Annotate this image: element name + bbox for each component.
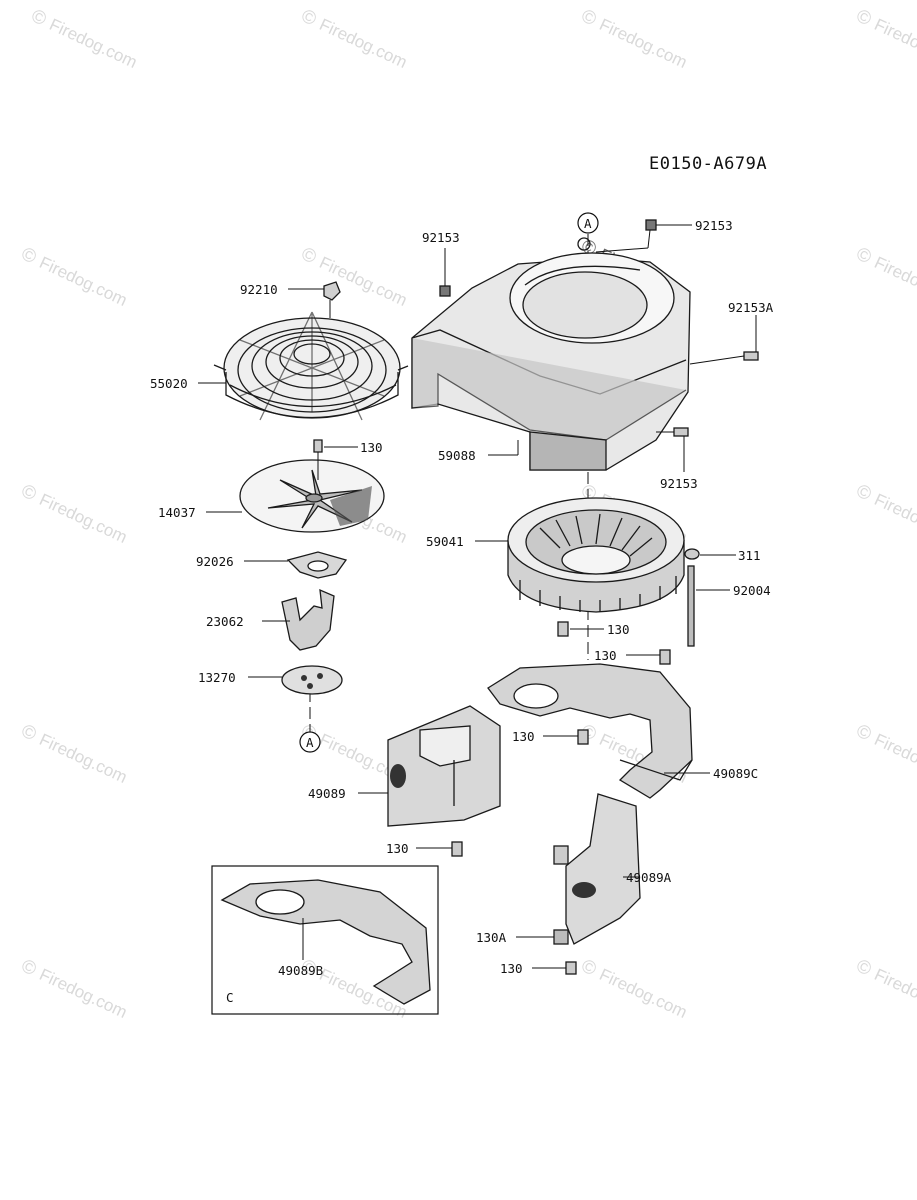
bolt-92210-part: [323, 281, 341, 301]
reference-marker-top: A: [577, 212, 599, 234]
callout-92004: 92004: [733, 583, 771, 598]
flywheel-fan-part: [507, 497, 685, 613]
callout-92026: 92026: [196, 554, 234, 569]
nut-311-part: [684, 548, 700, 560]
baffle-49089a-part: [553, 793, 641, 945]
callout-311: 311: [738, 548, 761, 563]
callout-130-b: 130: [607, 622, 630, 637]
svg-text:A: A: [306, 735, 314, 750]
bracket-23062-part: [281, 588, 335, 651]
bolt-92153-a-part: [439, 285, 451, 297]
bolt-130-screen-part: [313, 439, 323, 453]
svg-text:Firedog.com: Firedog.com: [871, 15, 917, 72]
callout-130A: 130A: [476, 930, 507, 945]
svg-text:©: ©: [18, 720, 40, 745]
callout-49089C: 49089C: [713, 766, 758, 781]
rotating-screen-part: [239, 459, 385, 533]
callout-59088: 59088: [438, 448, 476, 463]
svg-text:A: A: [584, 216, 592, 231]
callout-92153-top-left: 92153: [422, 230, 460, 245]
callout-130-f: 130: [500, 961, 523, 976]
svg-text:©: ©: [853, 243, 875, 268]
callout-23062: 23062: [206, 614, 244, 629]
baffle-49089c-part: [487, 663, 693, 799]
bolt-92153-b-part: [645, 219, 657, 231]
detail-box-letter: C: [226, 990, 234, 1005]
baffle-49089b-part: [220, 879, 431, 1005]
leader-lines: [198, 224, 757, 969]
diagram-code: E0150-A679A: [649, 154, 767, 174]
svg-text:©: ©: [28, 5, 50, 30]
watermark-layer: ©Firedog.com ©Firedog.com ©Firedog.com ©…: [18, 5, 917, 1022]
svg-text:©: ©: [298, 5, 320, 30]
bolt-130a-part: [553, 929, 569, 945]
bolt-130-b-part: [557, 621, 569, 637]
svg-text:Firedog.com: Firedog.com: [871, 730, 917, 787]
svg-text:©: ©: [853, 720, 875, 745]
svg-text:Firedog.com: Firedog.com: [46, 15, 140, 72]
svg-text:Firedog.com: Firedog.com: [871, 253, 917, 310]
callout-92210: 92210: [240, 282, 278, 297]
callout-92153-top-right: 92153: [695, 218, 733, 233]
callout-49089B: 49089B: [278, 963, 323, 978]
callout-130-d: 130: [512, 729, 535, 744]
callout-130-a: 130: [360, 440, 383, 455]
callout-14037: 14037: [158, 505, 196, 520]
callout-59041: 59041: [426, 534, 464, 549]
callout-55020: 55020: [150, 376, 188, 391]
callout-92153A: 92153A: [728, 300, 774, 315]
callout-130-e: 130: [386, 841, 409, 856]
grommet-part: [577, 237, 591, 251]
callout-130-c: 130: [594, 648, 617, 663]
bolt-130-d-part: [577, 729, 589, 745]
callout-13270: 13270: [198, 670, 236, 685]
svg-text:Firedog.com: Firedog.com: [36, 965, 130, 1022]
svg-text:©: ©: [853, 480, 875, 505]
svg-text:©: ©: [578, 5, 600, 30]
bolt-92153-c-part: [673, 427, 689, 437]
svg-text:Firedog.com: Firedog.com: [36, 253, 130, 310]
reference-marker-bottom: A: [299, 731, 321, 753]
svg-text:©: ©: [18, 955, 40, 980]
bolt-130-f-part: [565, 961, 577, 975]
detail-box: [211, 865, 439, 1015]
callout-92153-bottom: 92153: [660, 476, 698, 491]
callout-49089A: 49089A: [626, 870, 672, 885]
baffle-49089-part: [387, 705, 501, 827]
plate-13270-part: [281, 665, 343, 695]
svg-text:Firedog.com: Firedog.com: [36, 730, 130, 787]
callout-49089: 49089: [308, 786, 346, 801]
svg-text:©: ©: [298, 243, 320, 268]
blower-housing-part: [411, 252, 691, 471]
flywheel-screen-part: [213, 311, 409, 421]
svg-text:©: ©: [578, 955, 600, 980]
svg-text:Firedog.com: Firedog.com: [871, 490, 917, 547]
bolt-130-c-part: [659, 649, 671, 665]
svg-text:Firedog.com: Firedog.com: [871, 965, 917, 1022]
svg-text:Firedog.com: Firedog.com: [596, 15, 690, 72]
svg-text:Firedog.com: Firedog.com: [316, 15, 410, 72]
stud-92004-part: [687, 565, 695, 647]
svg-text:©: ©: [853, 955, 875, 980]
svg-text:©: ©: [18, 243, 40, 268]
svg-text:©: ©: [18, 480, 40, 505]
bolt-92153a-part: [743, 351, 759, 361]
svg-text:©: ©: [853, 5, 875, 30]
svg-text:Firedog.com: Firedog.com: [36, 490, 130, 547]
svg-text:Firedog.com: Firedog.com: [596, 965, 690, 1022]
bolt-130-e-part: [451, 841, 463, 857]
